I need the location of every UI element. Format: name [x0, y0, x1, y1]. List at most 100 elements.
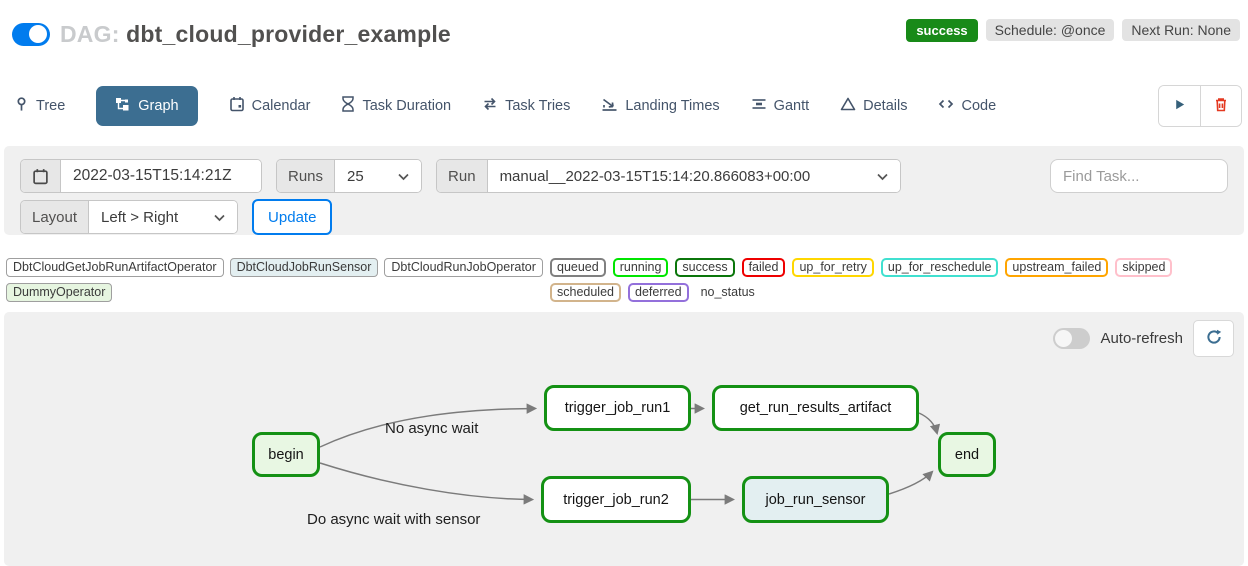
operator-badge: DbtCloudRunJobOperator — [384, 258, 543, 277]
refresh-icon — [1205, 328, 1223, 349]
operator-legend: DbtCloudGetJobRunArtifactOperator DbtClo… — [6, 258, 550, 302]
status-upstream-failed: upstream_failed — [1005, 258, 1109, 277]
edge-artifact-end — [918, 412, 941, 436]
next-run-badge: Next Run: None — [1122, 18, 1240, 41]
plane-landing-icon — [601, 96, 618, 116]
tab-tree[interactable]: Tree — [14, 96, 65, 116]
status-legend: queued running success failed up_for_ret… — [550, 258, 1244, 302]
dag-pause-toggle[interactable] — [12, 22, 50, 46]
graph-icon — [115, 96, 131, 116]
graph-toolbar: Auto-refresh — [1053, 320, 1234, 357]
details-icon — [840, 96, 856, 116]
page-title: DAG: dbt_cloud_provider_example — [60, 21, 451, 48]
task-node-end[interactable]: end — [938, 432, 996, 477]
operator-badge: DummyOperator — [6, 283, 113, 302]
tab-label: Calendar — [251, 98, 311, 114]
edge-label-do-async-wait: Do async wait with sensor — [307, 511, 481, 528]
dag-edges — [319, 403, 941, 505]
task-node-trigger-job-run1[interactable]: trigger_job_run1 — [544, 385, 691, 431]
find-task-input[interactable] — [1050, 159, 1228, 193]
edge-begin-run1 — [319, 403, 538, 448]
layout-group: Layout Left > Right — [20, 200, 239, 234]
tab-label: Details — [863, 98, 908, 114]
edge-sensor-end — [888, 470, 934, 495]
calendar-icon — [229, 96, 245, 116]
tab-label: Graph — [138, 98, 179, 114]
play-icon — [1172, 97, 1187, 115]
status-success: success — [675, 258, 735, 277]
num-runs-value: 25 — [347, 167, 364, 185]
status-up-for-reschedule: up_for_reschedule — [880, 258, 999, 277]
tab-calendar[interactable]: Calendar — [229, 96, 311, 116]
edge-label-no-async-wait: No async wait — [385, 420, 479, 437]
schedule-badge: Schedule: @once — [985, 18, 1115, 41]
run-select[interactable]: manual__2022-03-15T15:14:20.866083+00:00 — [487, 160, 900, 192]
graph-canvas[interactable]: Auto-refresh begin trigger_job_run1 get_… — [4, 312, 1244, 566]
trigger-dag-button[interactable] — [1159, 86, 1200, 126]
repeat-icon — [482, 96, 498, 116]
task-node-trigger-job-run2[interactable]: trigger_job_run2 — [541, 476, 691, 523]
calendar-addon-icon[interactable] — [21, 160, 61, 192]
auto-refresh-label: Auto-refresh — [1100, 330, 1183, 347]
tab-label: Task Duration — [362, 98, 452, 114]
chevron-down-icon — [398, 168, 409, 185]
tab-landing-times[interactable]: Landing Times — [601, 96, 720, 116]
runs-label: Runs — [277, 160, 336, 192]
task-node-begin[interactable]: begin — [252, 432, 320, 477]
layout-label: Layout — [21, 201, 90, 233]
legend: DbtCloudGetJobRunArtifactOperator DbtClo… — [6, 258, 1244, 302]
code-icon — [938, 96, 954, 116]
status-up-for-retry: up_for_retry — [792, 258, 874, 277]
tab-gantt[interactable]: Gantt — [751, 96, 809, 116]
run-value: manual__2022-03-15T15:14:20.866083+00:00 — [499, 167, 811, 185]
trash-icon — [1213, 96, 1229, 116]
operator-badge: DbtCloudJobRunSensor — [229, 258, 379, 277]
tab-task-tries[interactable]: Task Tries — [482, 96, 570, 116]
header-badges: success Schedule: @once Next Run: None — [906, 18, 1240, 42]
tab-code[interactable]: Code — [938, 96, 996, 116]
task-node-job-run-sensor[interactable]: job_run_sensor — [742, 476, 889, 523]
run-label: Run — [437, 160, 488, 192]
base-date-group — [20, 159, 262, 193]
gantt-icon — [751, 96, 767, 116]
chevron-down-icon — [214, 209, 225, 226]
tab-graph[interactable]: Graph — [96, 86, 198, 126]
num-runs-select[interactable]: 25 — [335, 160, 422, 192]
tab-label: Code — [961, 98, 997, 114]
update-button[interactable]: Update — [252, 199, 333, 235]
tab-label: Tree — [36, 98, 66, 114]
delete-dag-button[interactable] — [1200, 86, 1241, 126]
operator-badge: DbtCloudGetJobRunArtifactOperator — [6, 258, 224, 277]
refresh-button[interactable] — [1193, 320, 1234, 357]
layout-value: Left > Right — [101, 208, 179, 226]
hourglass-icon — [341, 96, 355, 116]
status-running: running — [612, 258, 669, 277]
edge-begin-run2 — [319, 462, 535, 505]
status-badge: success — [906, 18, 978, 42]
status-failed: failed — [741, 258, 786, 277]
num-runs-group: Runs 25 — [276, 159, 423, 193]
status-no-status: no_status — [700, 285, 755, 299]
dag-name: dbt_cloud_provider_example — [126, 20, 451, 47]
base-date-input[interactable] — [61, 160, 261, 192]
dag-prefix-label: DAG: — [60, 20, 120, 47]
tab-label: Landing Times — [625, 98, 720, 114]
chevron-down-icon — [876, 168, 888, 185]
tab-label: Task Tries — [505, 98, 571, 114]
dag-action-buttons — [1158, 85, 1242, 127]
filter-panel: Runs 25 Run manual__2022-03-15T15:14:20.… — [4, 146, 1244, 235]
run-group: Run manual__2022-03-15T15:14:20.866083+0… — [436, 159, 901, 193]
toggle-knob — [29, 25, 47, 43]
toggle-knob — [1055, 330, 1073, 347]
task-node-get-run-results-artifact[interactable]: get_run_results_artifact — [712, 385, 919, 431]
tab-label: Gantt — [773, 98, 810, 114]
auto-refresh-toggle[interactable] — [1053, 328, 1091, 349]
view-tabs: Tree Graph Calendar Task Duration Task T… — [14, 85, 1242, 127]
status-deferred: deferred — [628, 283, 689, 302]
status-queued: queued — [550, 258, 606, 277]
tab-details[interactable]: Details — [840, 96, 907, 116]
dag-header: DAG: dbt_cloud_provider_example success … — [12, 14, 1240, 54]
tree-icon — [14, 96, 29, 116]
layout-select[interactable]: Left > Right — [89, 201, 238, 233]
tab-task-duration[interactable]: Task Duration — [341, 96, 451, 116]
